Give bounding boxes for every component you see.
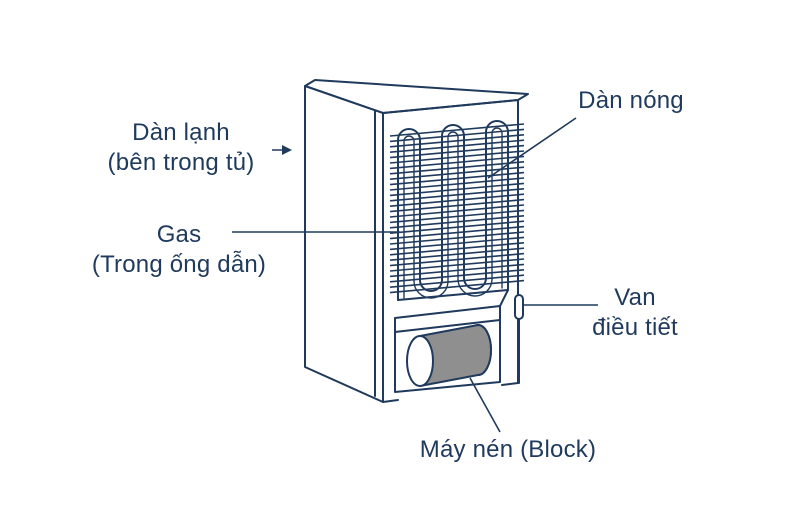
label-compressor: Máy nén (Block) [419,436,597,463]
condenser-fin [389,155,525,170]
arrow-evaporator [282,145,292,155]
back-bottom [382,399,399,403]
label-gas-line2: (Trong ống dẫn) [91,251,267,278]
condenser-fin [389,177,525,191]
label-valve: Van điều tiết [560,283,710,343]
cabinet-back [382,99,519,386]
condenser-fin [389,198,525,213]
condenser-fin [389,225,525,240]
condenser-fin [389,144,525,159]
label-evaporator-line1: Dàn lạnh [132,119,230,146]
label-condenser: Dàn nóng [578,87,684,114]
condenser-fin [389,209,525,224]
condenser-fin [389,247,525,261]
condenser-coil-inner [403,127,503,299]
condenser-fin [389,193,525,207]
condenser-fin [389,139,525,153]
label-evaporator: Dàn lạnh (bên trong tủ) [86,118,276,178]
condenser-fin [389,166,525,180]
condenser-fin [389,161,525,175]
leader-compressor [469,377,501,433]
condenser-fin [389,220,525,234]
valve-body [514,294,524,320]
condenser-fin [389,231,525,245]
condenser-fins [389,123,525,294]
condenser-fin [389,236,525,251]
condenser-fin [389,252,525,267]
label-gas: Gas (Trong ống dẫn) [54,220,304,280]
condenser-fin [389,215,525,229]
condenser-fin [389,279,525,294]
condenser-fin [389,258,525,272]
condenser-fin [389,171,525,186]
compressor-body [419,324,492,387]
condenser-fin [389,204,525,218]
condenser-fin [389,188,525,202]
condenser-fin [389,182,525,197]
leader-condenser [487,117,577,179]
condenser-fin [389,269,525,283]
compressor-shelf [394,319,501,333]
condenser-fin [389,134,525,148]
label-evaporator-line2: (bên trong tủ) [107,149,255,176]
cabinet-side [304,85,384,403]
label-valve-line1: Van [614,284,656,311]
compressor-cap-left [406,335,434,387]
compressor-shelf-2 [397,289,509,301]
condenser-fin [389,242,525,256]
condenser-fin [389,274,525,288]
condenser-fin [389,128,525,143]
condenser-fin [389,123,525,137]
condenser-fin [389,263,525,278]
label-gas-line1: Gas [156,221,202,248]
condenser-fin [389,150,525,164]
label-valve-line2: điều tiết [592,314,678,341]
